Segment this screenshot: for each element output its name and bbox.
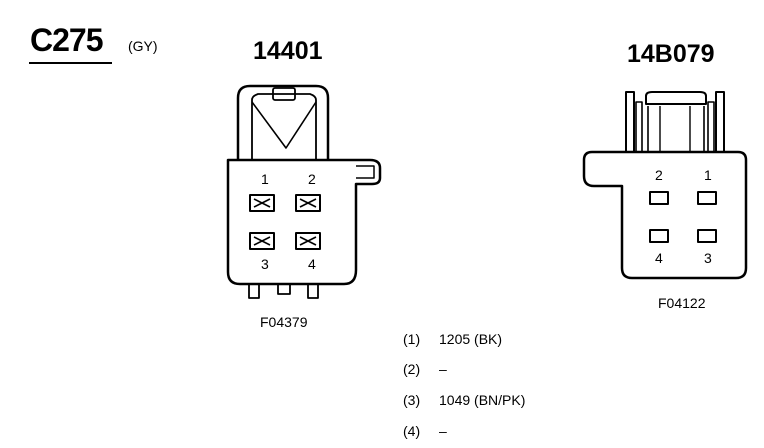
pinout-circuit: – [439,423,447,439]
left-pin-label: 3 [261,256,269,272]
pinout-circuit: 1205 (BK) [439,331,503,347]
pinout-circuit: – [439,361,447,377]
left-peg [277,283,291,295]
right-connector-body [582,150,748,280]
right-pin-terminal [697,229,717,243]
right-pin-terminal [649,191,669,205]
left-latch-inner [251,93,317,160]
right-figure-code: F04122 [658,295,706,311]
right-latch-rail [635,101,643,153]
pinout-row: (1) 1205 (BK) [403,331,502,347]
right-latch-rail [715,91,725,153]
left-latch [236,84,330,160]
pinout-pin: (2) [403,361,421,377]
pinout-pin: (4) [403,423,421,439]
left-pin-terminal [295,194,321,212]
right-pin-label: 3 [704,250,712,266]
left-pin-label: 2 [308,171,316,187]
right-pin-label: 2 [655,167,663,183]
right-pin-label: 4 [655,250,663,266]
right-latch-rail [625,91,635,153]
right-pin-label: 1 [704,167,712,183]
left-pin-terminal [249,232,275,250]
pinout-pin: (3) [403,392,421,408]
left-peg [248,283,260,299]
pinout-row: (3) 1049 (BN/PK) [403,392,525,408]
left-pin-terminal [295,232,321,250]
left-pin-label: 4 [308,256,316,272]
left-figure-code: F04379 [260,314,308,330]
connector-color: (GY) [128,38,158,54]
left-peg [307,283,319,299]
pinout-circuit: 1049 (BN/PK) [439,392,526,408]
pinout-row: (2) – [403,361,447,377]
right-latch-bridge [645,91,707,105]
left-pin-label: 1 [261,171,269,187]
pinout-pin: (1) [403,331,421,347]
right-pin-terminal [697,191,717,205]
left-connector-drawing [226,84,382,299]
connector-id-underline [29,62,112,64]
right-part-number: 14B079 [627,40,715,68]
pinout-row: (4) – [403,423,447,439]
connector-id: C275 [30,22,103,58]
right-latch-rail [707,101,715,153]
right-connector-drawing [582,91,748,280]
right-pin-terminal [649,229,669,243]
left-pin-terminal [249,194,275,212]
left-part-number: 14401 [253,37,323,65]
left-latch-tab [272,87,296,101]
left-connector-body [226,158,382,286]
